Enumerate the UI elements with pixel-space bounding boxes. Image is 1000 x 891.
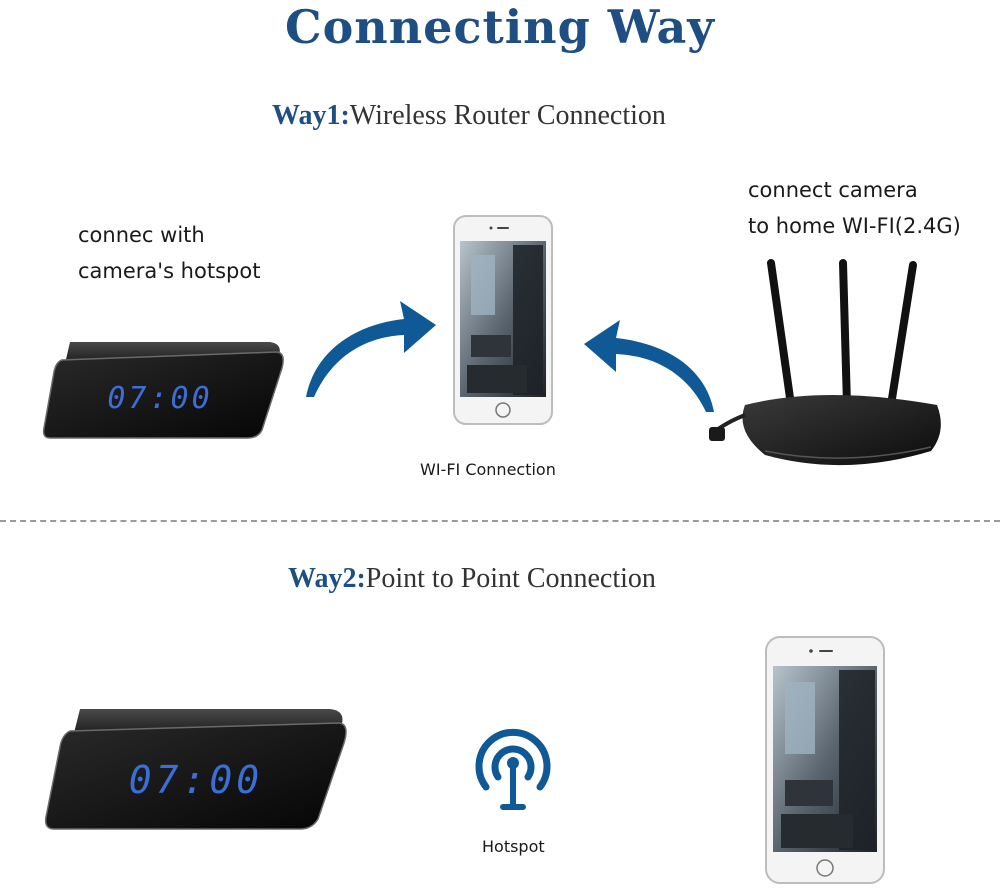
- smartphone-icon: [765, 636, 885, 884]
- hotspot-label: Hotspot: [482, 837, 545, 856]
- hotspot-icon: [475, 728, 551, 810]
- curved-arrow-icon: [306, 301, 436, 397]
- way2-label: Way2:: [288, 563, 366, 594]
- way1-text: Wireless Router Connection: [349, 100, 666, 131]
- way1-title: Way1:Wireless Router Connection: [272, 100, 666, 132]
- clock-display: 07:00: [107, 381, 212, 416]
- wifi-connection-label: WI-FI Connection: [420, 460, 556, 479]
- hotspot-note-line-1: connec with: [78, 223, 205, 247]
- clock-display: 07:00: [129, 758, 263, 802]
- clock-camera-icon: 07:00: [42, 342, 284, 439]
- smartphone-icon: [453, 215, 553, 425]
- way2-text: Point to Point Connection: [365, 563, 656, 594]
- way1-label: Way1:: [272, 100, 350, 131]
- hotspot-note-line-2: camera's hotspot: [78, 259, 261, 283]
- way2-title: Way2:Point to Point Connection: [288, 563, 656, 595]
- router-icon: [709, 259, 941, 466]
- clock-camera-icon: 07:00: [44, 709, 347, 830]
- router-note: connect camera to home WI-FI(2.4G): [748, 172, 961, 244]
- section-divider: [0, 520, 1000, 522]
- router-note-line-1: connect camera: [748, 178, 918, 202]
- hotspot-note: connec with camera's hotspot: [78, 217, 260, 289]
- page-title: Connecting Way: [285, 0, 715, 54]
- curved-arrow-icon: [584, 320, 714, 412]
- router-note-line-2: to home WI-FI(2.4G): [748, 214, 961, 238]
